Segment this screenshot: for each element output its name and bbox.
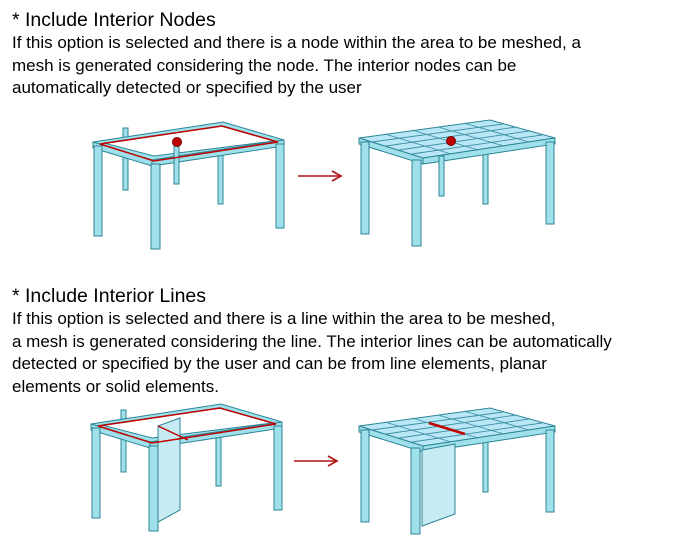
interior-node-marker <box>172 137 182 147</box>
interior-planar-element <box>157 417 181 523</box>
section-interior-nodes: * Include Interior Nodes If this option … <box>12 8 682 100</box>
text-line: If this option is selected and there is … <box>12 33 581 52</box>
text-line: automatically detected or specified by t… <box>12 78 362 97</box>
text-line: elements or solid elements. <box>12 376 219 396</box>
heading-interior-nodes: * Include Interior Nodes <box>12 9 216 31</box>
interior-node-marker <box>446 136 456 146</box>
description-interior-lines: If this option is selected and there is … <box>12 308 682 398</box>
right-arrow-icon <box>298 170 343 182</box>
frame-structure <box>358 407 556 535</box>
right-arrow-icon <box>294 455 339 467</box>
beam-centerlines <box>97 407 277 444</box>
frame-after-interior-line <box>358 407 556 535</box>
beam-centerlines <box>99 125 279 162</box>
interior-planar-element <box>421 443 456 527</box>
frame-structure <box>90 403 283 532</box>
text-line: mesh is generated considering the node. … <box>12 55 517 75</box>
interior-line-marker <box>428 421 466 436</box>
text-line: a mesh is generated considering the line… <box>12 331 612 351</box>
section-interior-lines: * Include Interior Lines If this option … <box>12 284 682 398</box>
frame-before-interior-node <box>92 121 285 250</box>
text-line: detected or specified by the user and ca… <box>12 354 547 373</box>
description-interior-nodes: If this option is selected and there is … <box>12 32 682 100</box>
frame-structure <box>358 119 556 247</box>
text-line: If this option is selected and there is … <box>12 309 556 328</box>
frame-after-interior-node <box>358 119 556 247</box>
heading-interior-lines: * Include Interior Lines <box>12 285 207 307</box>
frame-before-interior-line <box>90 403 283 532</box>
